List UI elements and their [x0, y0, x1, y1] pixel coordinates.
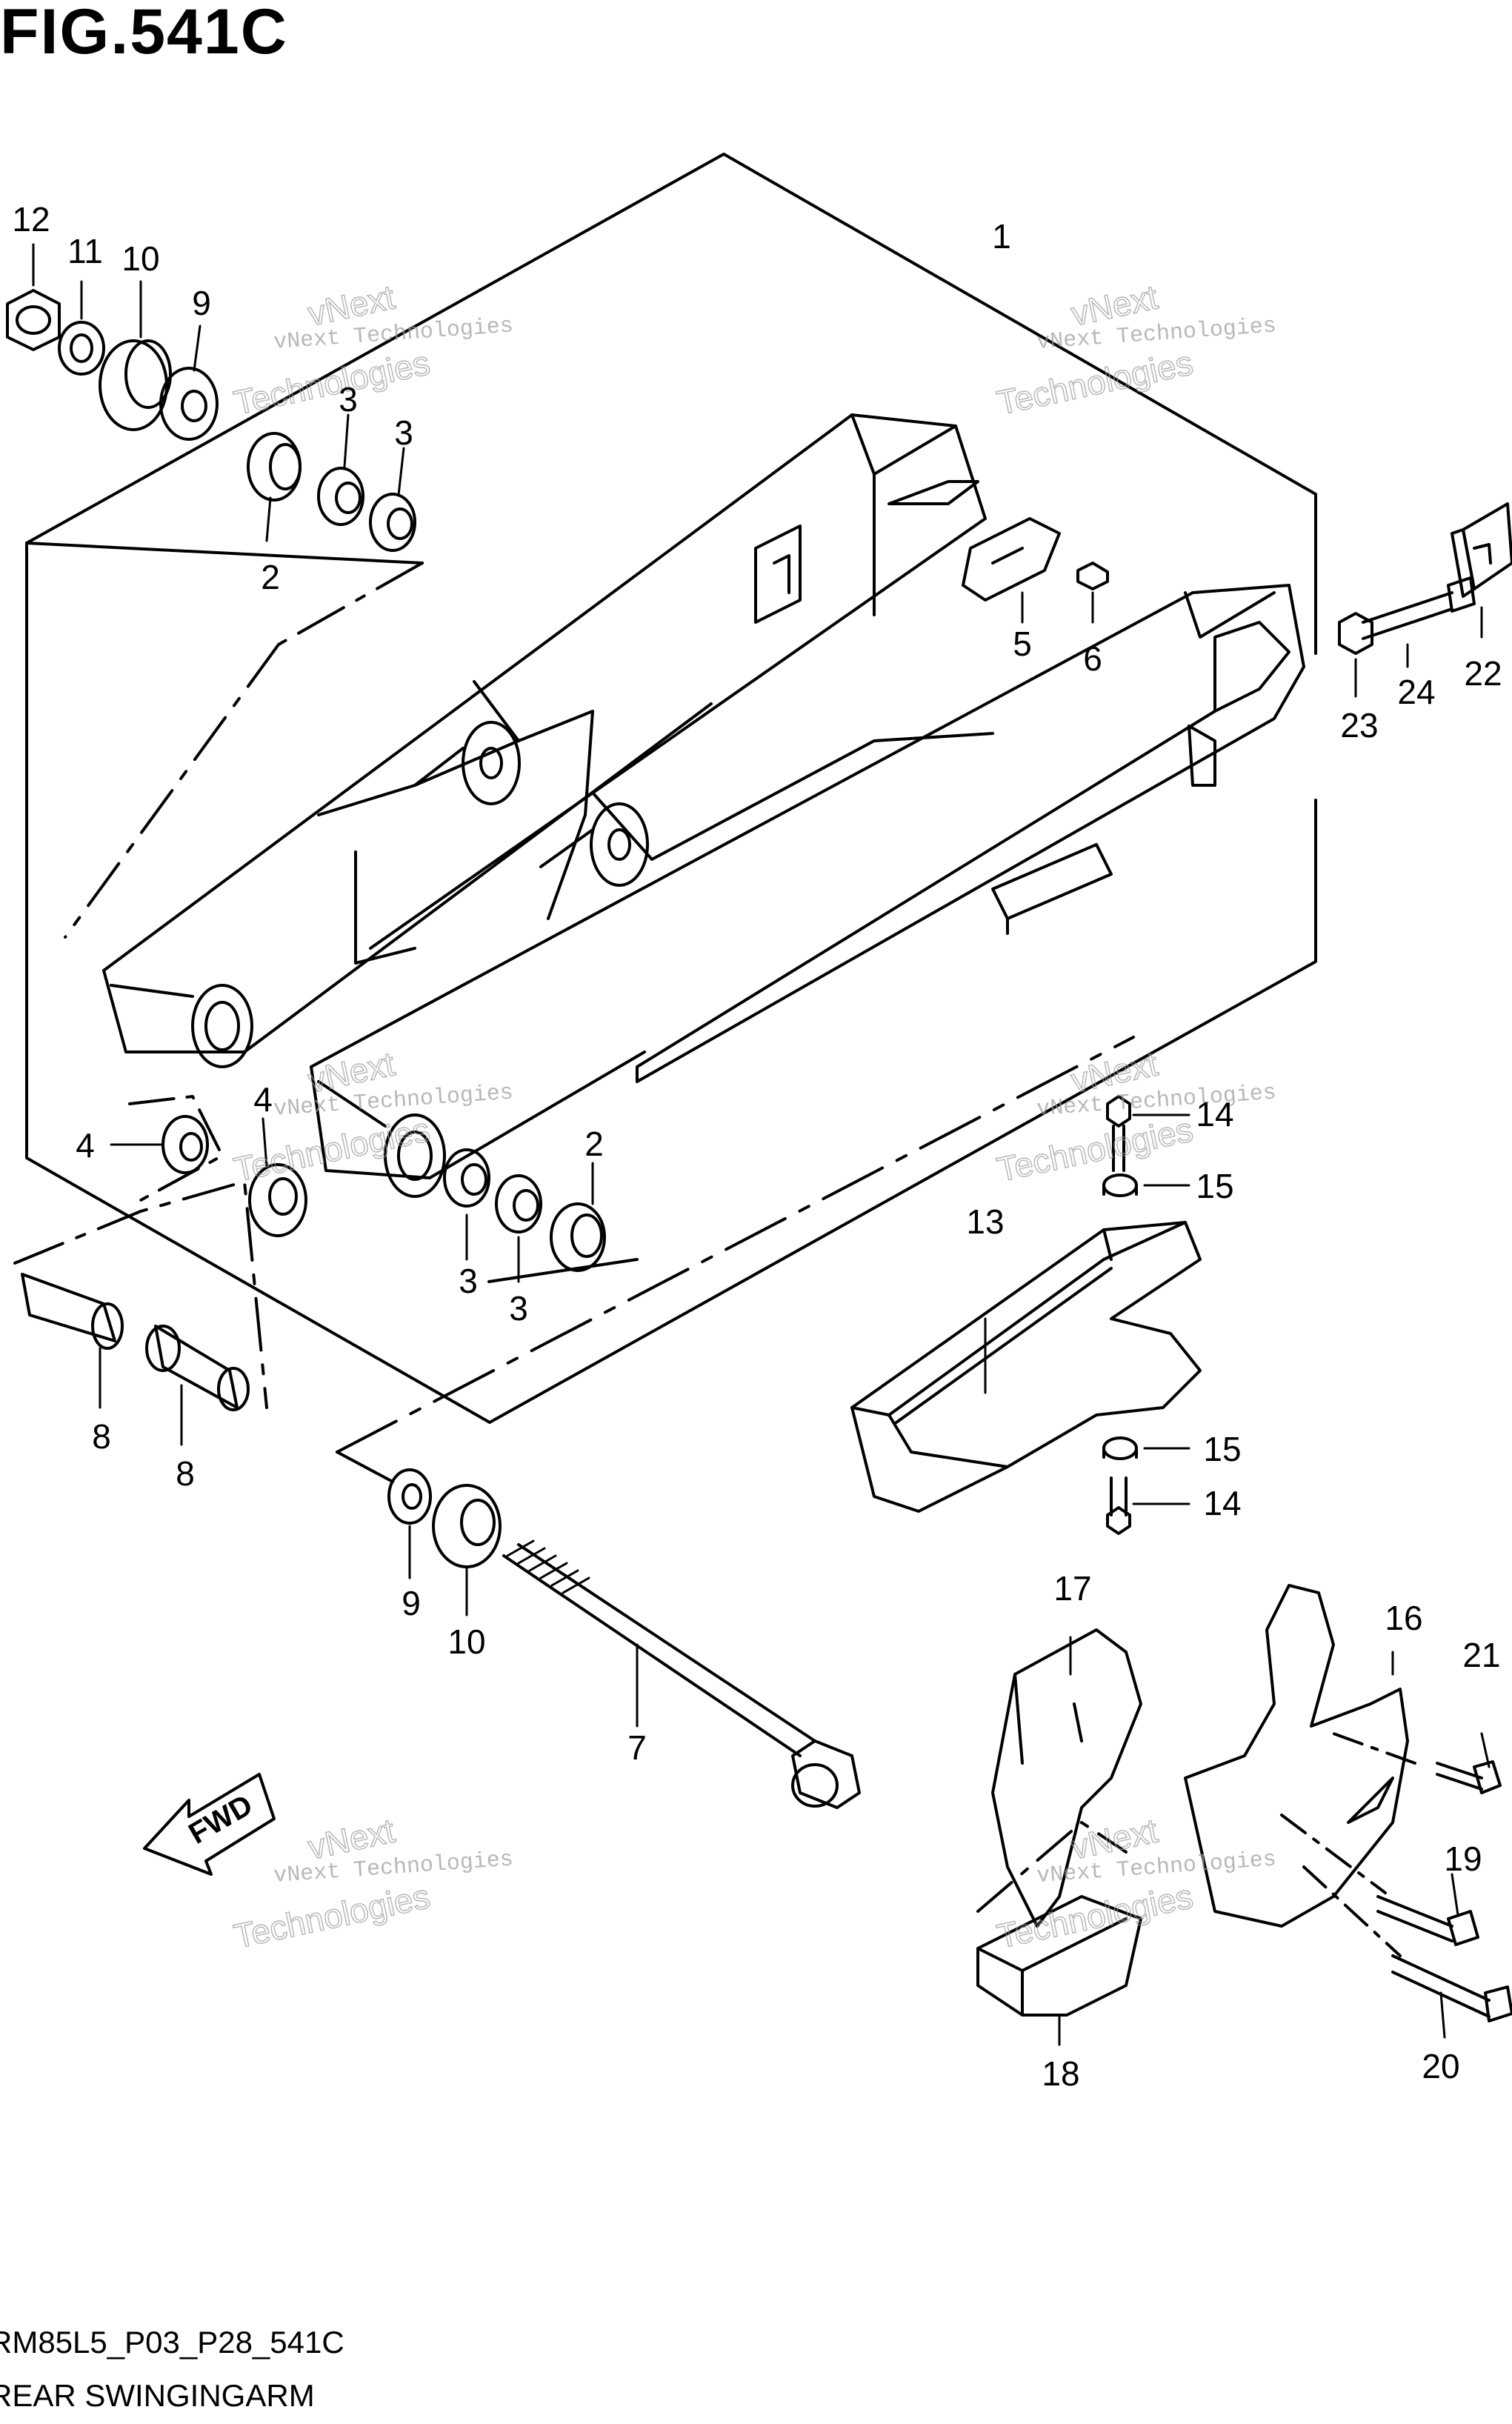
part-17-guard	[991, 1628, 1142, 1928]
part-14-bolt-top	[1106, 1095, 1190, 1172]
callout-22: 22	[1464, 654, 1502, 693]
part-4-seal-b	[248, 1117, 307, 1237]
callout-13: 13	[966, 1202, 1004, 1241]
callout-12: 12	[12, 200, 50, 239]
callout-8: 8	[176, 1454, 195, 1493]
assembly-outline-left	[25, 542, 1317, 1424]
watermark-text-large: Technologies	[230, 343, 433, 422]
swingarm-body	[102, 413, 1305, 1198]
part-11-washer	[58, 280, 105, 376]
part-24-bolt	[1362, 576, 1476, 668]
callout-6: 6	[1083, 639, 1102, 678]
callout-18: 18	[1042, 2054, 1079, 2093]
callout-3: 3	[339, 380, 358, 419]
part-6-bolt	[1076, 562, 1109, 624]
callout-23: 23	[1340, 706, 1378, 745]
part-12-nut	[6, 243, 61, 351]
part-20-bolt	[1391, 1954, 1512, 2039]
callout-14: 14	[1196, 1095, 1233, 1133]
diagram-name: REAR SWINGINGARM	[0, 2378, 315, 2413]
part-10-seal-bottom	[432, 1484, 502, 1616]
callout-3: 3	[509, 1289, 528, 1328]
callout-21: 21	[1462, 1636, 1500, 1674]
part-18-slider	[976, 1895, 1142, 2046]
watermark-text-large: Technologies	[993, 343, 1196, 422]
callout-24: 24	[1397, 673, 1435, 711]
callout-3: 3	[394, 413, 413, 452]
callout-10: 10	[447, 1622, 485, 1661]
figure-title: FIG.541C	[0, 0, 288, 67]
part-13-chain-guide	[850, 1221, 1202, 1513]
callout-7: 7	[627, 1728, 647, 1767]
callout-14: 14	[1203, 1484, 1241, 1522]
part-9-washer-bottom	[387, 1468, 432, 1579]
callout-15: 15	[1196, 1167, 1233, 1205]
part-4-seal-a	[110, 1115, 209, 1174]
assembly-outline	[25, 153, 1317, 655]
part-9-washer-top	[159, 324, 219, 441]
callout-10: 10	[121, 239, 159, 278]
callout-4: 4	[253, 1080, 273, 1119]
callout-19: 19	[1444, 1839, 1482, 1878]
callout-20: 20	[1422, 2047, 1459, 2085]
part-5-plate	[962, 517, 1061, 624]
part-3-bearing-bottom-b	[495, 1174, 542, 1283]
callout-15: 15	[1203, 1430, 1241, 1468]
part-21-bolt	[1436, 1732, 1502, 1794]
part-3-bearing-top-b	[369, 447, 416, 552]
callout-17: 17	[1053, 1569, 1091, 1608]
part-15-collar-bottom	[1102, 1436, 1190, 1460]
part-10-seal-top	[99, 280, 172, 431]
callout-3: 3	[459, 1262, 478, 1300]
callout-2: 2	[261, 558, 280, 596]
callout-16: 16	[1385, 1599, 1422, 1637]
watermark-text-large: Technologies	[230, 1877, 433, 1956]
callout-11: 11	[67, 232, 103, 270]
fwd-arrow-icon	[143, 1773, 276, 1876]
diagram-code: RM85L5_P03_P28_541C	[0, 2325, 344, 2360]
part-8-collar-b	[145, 1325, 250, 1446]
callout-8: 8	[92, 1417, 111, 1456]
watermark-text-large: Technologies	[993, 1110, 1196, 1189]
callout-5: 5	[1013, 625, 1032, 663]
part-23-nut	[1338, 612, 1373, 698]
part-2-collar-top	[247, 432, 302, 542]
part-16-guide-plate	[1184, 1584, 1409, 1928]
callout-9: 9	[402, 1584, 421, 1622]
part-8-collar-a	[21, 1273, 124, 1409]
callout-1: 1	[992, 217, 1011, 256]
part-15-collar-top	[1102, 1173, 1190, 1197]
part-2-collar-bottom	[550, 1162, 606, 1272]
callout-9: 9	[192, 284, 211, 322]
part-19-bolt	[1376, 1873, 1479, 1946]
watermark-text-large: Technologies	[993, 1877, 1196, 1956]
part-7-axle-bolt	[502, 1539, 861, 1809]
callout-2: 2	[585, 1125, 604, 1163]
part-3-bearing-bottom-a	[443, 1148, 490, 1261]
part-22-adjuster	[1451, 502, 1512, 639]
part-3-bearing-top-a	[317, 413, 364, 526]
callout-4: 4	[76, 1126, 95, 1165]
part-14-bolt-bottom	[1106, 1476, 1190, 1535]
